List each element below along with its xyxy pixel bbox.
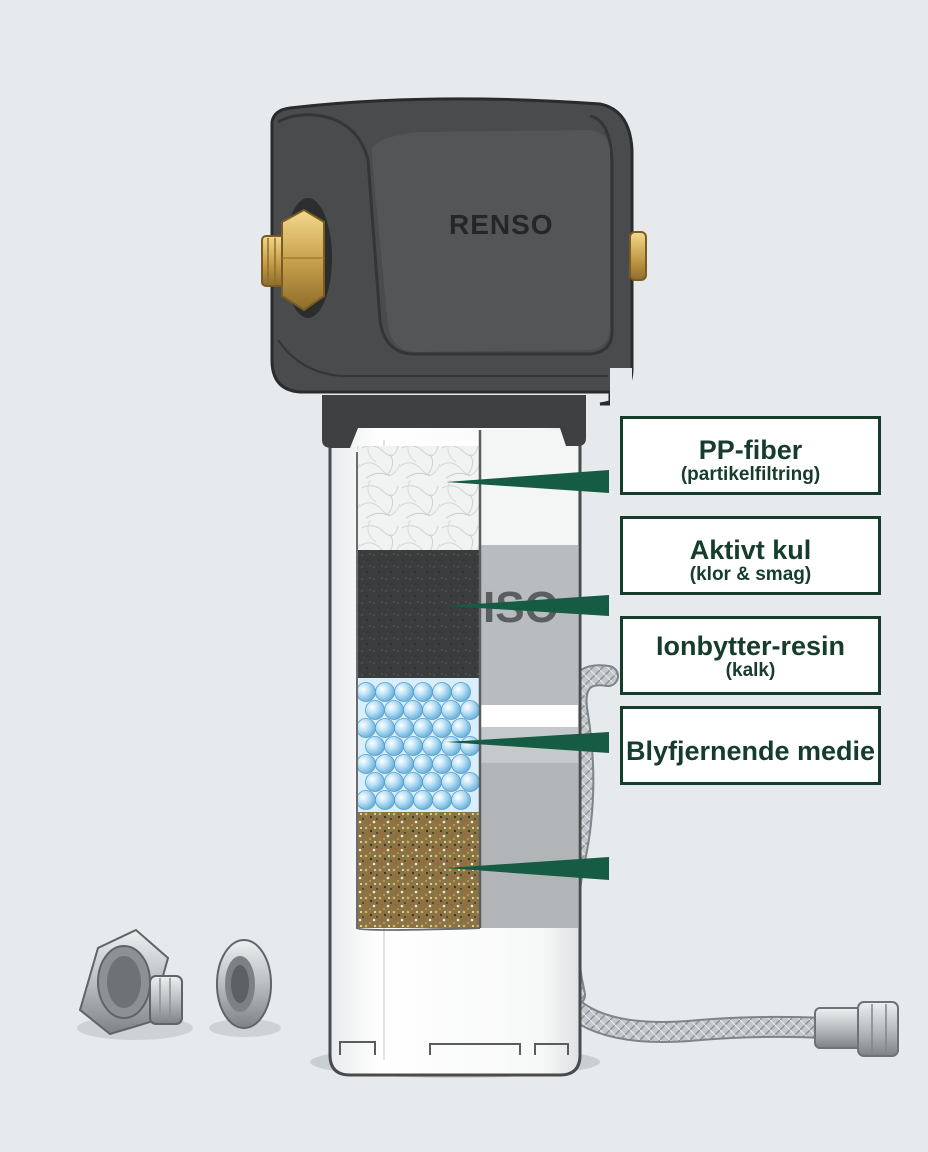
resin-bead bbox=[422, 772, 442, 792]
pointer-lead-removal bbox=[446, 857, 609, 880]
resin-bead bbox=[451, 682, 471, 702]
label-pp-fiber-subtitle: (partikelfiltring) bbox=[680, 464, 821, 485]
resin-bead bbox=[460, 772, 480, 792]
resin-bead bbox=[365, 736, 385, 756]
resin-bead bbox=[451, 790, 471, 810]
resin-bead bbox=[441, 736, 461, 756]
layer-activated-carbon bbox=[357, 550, 480, 678]
resin-bead bbox=[375, 718, 395, 738]
resin-bead bbox=[413, 718, 433, 738]
resin-bead bbox=[375, 754, 395, 774]
cutaway-window: ISO bbox=[356, 430, 578, 931]
resin-bead bbox=[451, 718, 471, 738]
resin-beads bbox=[356, 682, 480, 810]
resin-bead bbox=[384, 772, 404, 792]
resin-bead bbox=[384, 736, 404, 756]
resin-bead bbox=[413, 790, 433, 810]
resin-bead bbox=[432, 718, 452, 738]
brass-outlet-icon bbox=[629, 231, 647, 281]
resin-bead bbox=[375, 790, 395, 810]
resin-bead bbox=[394, 718, 414, 738]
pointer-lines bbox=[446, 470, 609, 880]
resin-bead bbox=[365, 700, 385, 720]
resin-bead bbox=[356, 718, 376, 738]
resin-bead bbox=[460, 736, 480, 756]
label-activated-carbon-title: Aktivt kul bbox=[689, 535, 812, 565]
resin-bead bbox=[413, 682, 433, 702]
resin-bead bbox=[441, 772, 461, 792]
label-ion-resin-title: Ionbytter-resin bbox=[655, 631, 846, 661]
pointer-ion-resin bbox=[446, 732, 609, 753]
resin-bead bbox=[432, 790, 452, 810]
resin-bead bbox=[384, 700, 404, 720]
resin-bead bbox=[394, 682, 414, 702]
filter-head: RENSO bbox=[270, 97, 634, 448]
label-pp-fiber: PP-fiber (partikelfiltring) bbox=[620, 416, 881, 495]
label-lead-removal-title: Blyfjernende medie bbox=[625, 736, 876, 766]
resin-bead bbox=[432, 682, 452, 702]
reducer-fitting-icon bbox=[209, 939, 281, 1037]
resin-bead bbox=[403, 700, 423, 720]
layer-lead-removal-media bbox=[357, 812, 480, 928]
pointer-pp-fiber bbox=[446, 470, 609, 493]
resin-bead bbox=[422, 700, 442, 720]
resin-bead bbox=[375, 682, 395, 702]
brass-fitting-icon bbox=[261, 198, 332, 318]
resin-bead bbox=[432, 754, 452, 774]
resin-bead bbox=[356, 790, 376, 810]
resin-bead bbox=[460, 700, 480, 720]
pointer-activated-carbon bbox=[446, 595, 609, 616]
resin-bead bbox=[441, 700, 461, 720]
label-ion-resin-subtitle: (kalk) bbox=[725, 660, 776, 681]
label-pp-fiber-title: PP-fiber bbox=[698, 435, 803, 465]
resin-bead bbox=[394, 790, 414, 810]
resin-bead bbox=[394, 754, 414, 774]
resin-bead bbox=[365, 772, 385, 792]
brand-logo: RENSO bbox=[449, 209, 554, 240]
label-activated-carbon-subtitle: (klor & smag) bbox=[689, 564, 812, 585]
label-activated-carbon: Aktivt kul (klor & smag) bbox=[620, 516, 881, 595]
resin-bead bbox=[356, 754, 376, 774]
resin-bead bbox=[451, 754, 471, 774]
hex-adapter-icon bbox=[77, 928, 193, 1040]
label-lead-removal: Blyfjernende medie bbox=[620, 706, 881, 785]
resin-bead bbox=[403, 736, 423, 756]
resin-bead bbox=[422, 736, 442, 756]
resin-bead bbox=[413, 754, 433, 774]
resin-bead bbox=[356, 682, 376, 702]
resin-bead bbox=[403, 772, 423, 792]
label-ion-resin: Ionbytter-resin (kalk) bbox=[620, 616, 881, 695]
layer-pp-fiber bbox=[357, 446, 480, 550]
